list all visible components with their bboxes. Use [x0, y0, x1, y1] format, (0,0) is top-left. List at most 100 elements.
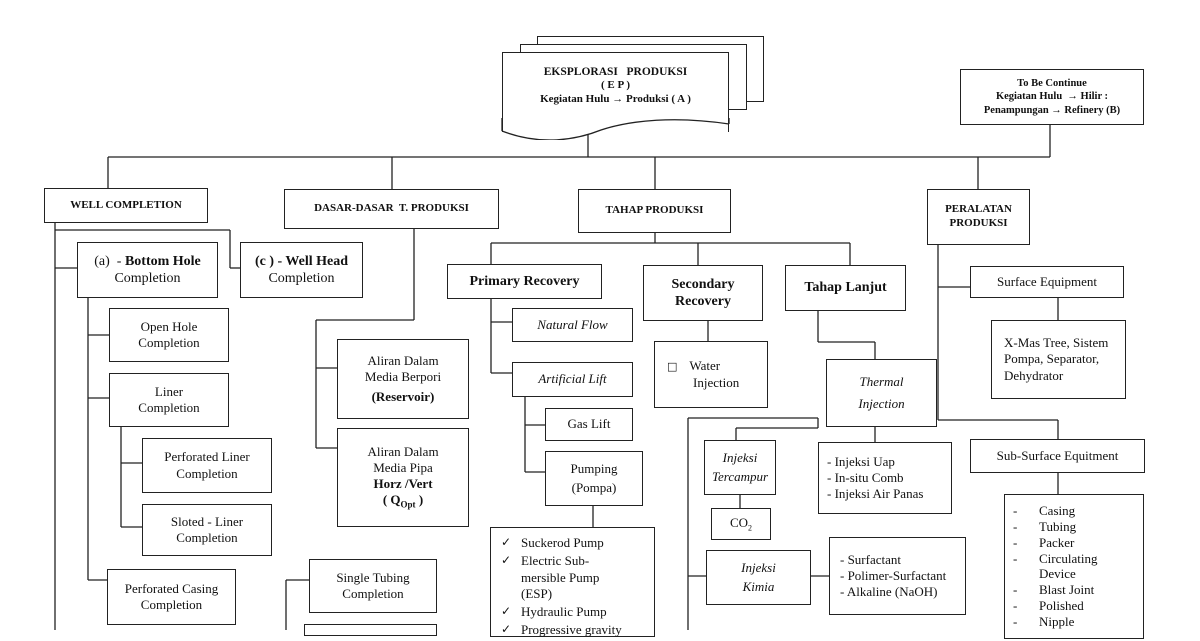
- reservoir-label: (Reservoir): [371, 389, 435, 405]
- subsurface-item: Blast Joint: [1005, 582, 1109, 598]
- kimia-item: - Surfactant: [840, 551, 902, 567]
- injeksi-tercampur-box: Injeksi Tercampur: [704, 440, 776, 495]
- header-box: EKSPLORASI PRODUKSI ( E P ) Kegiatan Hul…: [502, 52, 729, 132]
- header-wave-bottom: [501, 118, 730, 140]
- tercampur-line1: Injeksi: [722, 449, 758, 465]
- header-line1: EKSPLORASI PRODUKSI: [543, 65, 688, 78]
- tahap-lanjut-label: Tahap Lanjut: [804, 280, 887, 296]
- kimia-item: - Polimer-Surfactant: [840, 567, 947, 583]
- kimia-line1: Injeksi: [741, 560, 776, 576]
- well-head-sub: Completion: [268, 271, 335, 286]
- perforated-casing-line1: Perforated Casing: [124, 580, 219, 596]
- pump-item: Electric Sub-mersible Pump (ESP): [497, 553, 621, 602]
- sloted-liner-line2: Completion: [176, 530, 238, 545]
- peralatan-title-line1: PERALATAN: [945, 203, 1012, 216]
- peralatan-box: PERALATAN PRODUKSI: [927, 189, 1030, 245]
- liner-box: Liner Completion: [109, 373, 229, 427]
- qopt-sub: Opt: [400, 500, 416, 511]
- natural-flow-label: Natural Flow: [537, 316, 608, 332]
- subsurface-item: Nipple: [1005, 614, 1109, 630]
- header-line3: Kegiatan Hulu → Produksi ( A ): [540, 92, 691, 105]
- water-injection-line2: Injection: [693, 374, 740, 390]
- continue-box: To Be Continue Kegiatan Hulu → Hilir : P…: [960, 69, 1144, 125]
- co2-box: CO2: [711, 508, 771, 540]
- pump-list: Suckerod Pump Electric Sub-mersible Pump…: [497, 535, 622, 641]
- gas-lift-label: Gas Lift: [567, 416, 611, 432]
- artificial-lift-label: Artificial Lift: [538, 371, 607, 387]
- tahap-lanjut-box: Tahap Lanjut: [785, 265, 906, 311]
- aliran-berpori-line2: Media Berpori: [364, 368, 442, 384]
- thermal-line2: Injection: [858, 396, 905, 411]
- single-tubing-line2: Completion: [342, 586, 404, 601]
- bottom-hole-box: (a) - Bottom Hole Completion: [77, 242, 218, 298]
- peralatan-title-line2: PRODUKSI: [949, 217, 1008, 229]
- subsurface-item: Tubing: [1005, 519, 1109, 535]
- pump-list-box: Suckerod Pump Electric Sub-mersible Pump…: [490, 527, 655, 637]
- qopt-open: ( Q: [382, 492, 401, 508]
- water-injection-line1: Water: [689, 358, 721, 374]
- pump-item: Hydraulic Pump: [497, 604, 622, 620]
- injeksi-kimia-box: Injeksi Kimia: [706, 550, 811, 605]
- perforated-liner-line1: Perforated Liner: [164, 449, 250, 465]
- aliran-pipa-line1: Aliran Dalam: [367, 443, 439, 459]
- bottom-hole-sub: Completion: [114, 271, 181, 286]
- pumping-box: Pumping (Pompa): [545, 451, 643, 506]
- surface-equipment-box: Surface Equipment: [970, 266, 1124, 298]
- subsurface-equipment-label: Sub-Surface Equitment: [996, 447, 1119, 463]
- open-hole-line2: Completion: [138, 335, 200, 350]
- cut-off-box: [304, 624, 437, 636]
- perforated-liner-line2: Completion: [176, 465, 238, 481]
- perforated-casing-box: Perforated Casing Completion: [107, 569, 236, 625]
- primary-recovery-box: Primary Recovery: [447, 264, 602, 299]
- thermal-methods-box: - Injeksi Uap - In-situ Comb - Injeksi A…: [818, 442, 952, 514]
- open-hole-box: Open Hole Completion: [109, 308, 229, 362]
- perforated-liner-box: Perforated Liner Completion: [142, 438, 272, 493]
- well-head-box: (c ) - Well Head Completion: [240, 242, 363, 298]
- kimia-line2: Kimia: [742, 578, 775, 594]
- single-tubing-box: Single Tubing Completion: [309, 559, 437, 613]
- header-line2: ( E P ): [600, 78, 631, 91]
- liner-line2: Completion: [138, 400, 200, 415]
- subsurface-item: Packer: [1005, 535, 1109, 551]
- thermal-injection-box: Thermal Injection: [826, 359, 937, 427]
- tahap-produksi-box: TAHAP PRODUKSI: [578, 189, 731, 233]
- secondary-line1: Secondary: [671, 276, 735, 292]
- checkbox-icon: □: [667, 360, 678, 374]
- single-tubing-line1: Single Tubing: [336, 569, 410, 585]
- aliran-pipa-line2: Media Pipa: [373, 459, 433, 475]
- dasar-title: DASAR-DASAR T. PRODUKSI: [314, 202, 469, 215]
- open-hole-line1: Open Hole: [140, 318, 198, 334]
- horz-vert-label: Horz /Vert: [373, 476, 433, 492]
- thermal-line1: Thermal: [859, 373, 904, 389]
- continue-line2: Kegiatan Hulu → Hilir :: [995, 91, 1109, 103]
- thermal-item: - Injeksi Air Panas: [827, 486, 924, 502]
- aliran-berpori-box: Aliran Dalam Media Berpori (Reservoir): [337, 339, 469, 419]
- dasar-box: DASAR-DASAR T. PRODUKSI: [284, 189, 499, 229]
- sloted-liner-line1: Sloted - Liner: [170, 513, 244, 529]
- subsurface-item: Polished: [1005, 598, 1109, 614]
- aliran-berpori-line1: Aliran Dalam: [367, 352, 439, 368]
- gas-lift-box: Gas Lift: [545, 408, 633, 441]
- liner-line1: Liner: [154, 383, 184, 399]
- surface-equipment-label: Surface Equipment: [997, 273, 1097, 289]
- bottom-hole-label: Bottom Hole: [124, 253, 201, 269]
- pumping-line2: (Pompa): [571, 479, 617, 495]
- subsurface-items-box: Casing Tubing Packer Circulating Device …: [1004, 494, 1144, 639]
- continue-line3: Penampungan → Refinery (B): [983, 104, 1121, 116]
- natural-flow-box: Natural Flow: [512, 308, 633, 342]
- tercampur-line2: Tercampur: [711, 469, 769, 484]
- thermal-item: - In-situ Comb: [827, 469, 904, 485]
- co2-label: CO: [729, 514, 749, 530]
- thermal-item: - Injeksi Uap: [827, 453, 895, 469]
- water-injection-box: □ Water Injection: [654, 341, 768, 408]
- tahap-produksi-title: TAHAP PRODUKSI: [605, 204, 704, 217]
- well-completion-box: WELL COMPLETION: [44, 188, 208, 223]
- pump-item: Suckerod Pump: [497, 535, 622, 551]
- qopt-close: ): [415, 492, 424, 508]
- pump-item: Progressive gravity: [497, 622, 622, 638]
- kimia-methods-box: - Surfactant - Polimer-Surfactant - Alka…: [829, 537, 966, 615]
- primary-recovery-label: Primary Recovery: [469, 273, 580, 289]
- pumping-line1: Pumping: [570, 461, 618, 477]
